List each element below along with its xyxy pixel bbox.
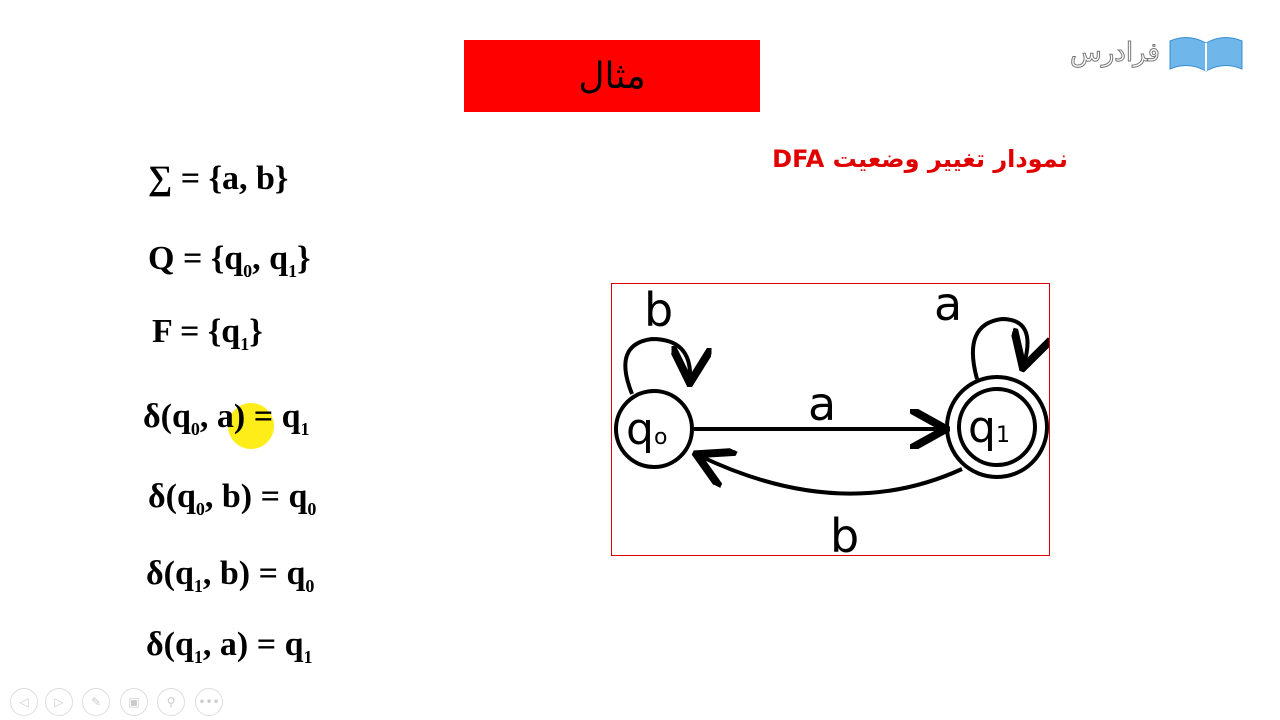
next-slide-button[interactable]: ▷	[45, 688, 73, 716]
diagram-heading: نمودار تغییر وضعیت DFA	[772, 145, 1068, 173]
label-a: a	[808, 377, 836, 431]
more-icon: •••	[198, 695, 220, 709]
previous-slide-button[interactable]: ◁	[10, 688, 38, 716]
book-logo-icon	[1169, 37, 1243, 72]
state-q1: q1	[945, 375, 1049, 479]
self-loop-q0	[623, 336, 690, 395]
slides-icon: ▣	[128, 695, 140, 709]
logo-text: فرادرس	[1070, 38, 1161, 69]
transition-q1-q0	[700, 456, 963, 496]
label-b-loop: b	[644, 284, 673, 337]
pen-button[interactable]: ✎	[82, 688, 110, 716]
svg-text:q1: q1	[968, 402, 1010, 453]
transition-formula: δ(q0, a) = q1	[143, 398, 310, 439]
svg-text:qo: qo	[626, 404, 667, 455]
label-a-loop: a	[934, 284, 962, 331]
transition-formula: δ(q0, b) = q0	[148, 478, 317, 519]
states-formula: Q = {q0, q1}	[148, 240, 311, 281]
dfa-diagram: qo q1 b a a b	[611, 277, 1050, 563]
transition-formula: δ(q1, a) = q1	[146, 626, 313, 667]
slide-title-text: مثال	[578, 55, 646, 97]
zoom-button[interactable]: ⚲	[157, 688, 185, 716]
next-icon: ▷	[54, 695, 64, 709]
state-q0: qo	[614, 389, 694, 469]
slide-title: مثال	[464, 40, 760, 112]
faradars-logo: فرادرس	[1070, 28, 1250, 78]
label-b: b	[830, 509, 859, 555]
alphabet-formula: ∑ = {a, b}	[148, 160, 289, 197]
final-states-formula: F = {q1}	[152, 313, 263, 354]
transition-formula: δ(q1, b) = q0	[146, 555, 315, 596]
slides-button[interactable]: ▣	[120, 688, 148, 716]
pen-icon: ✎	[90, 695, 102, 709]
magnifier-icon: ⚲	[166, 695, 176, 709]
self-loop-q1	[970, 316, 1028, 380]
previous-icon: ◁	[19, 695, 29, 709]
cursor-highlight	[228, 403, 274, 449]
more-button[interactable]: •••	[195, 688, 223, 716]
